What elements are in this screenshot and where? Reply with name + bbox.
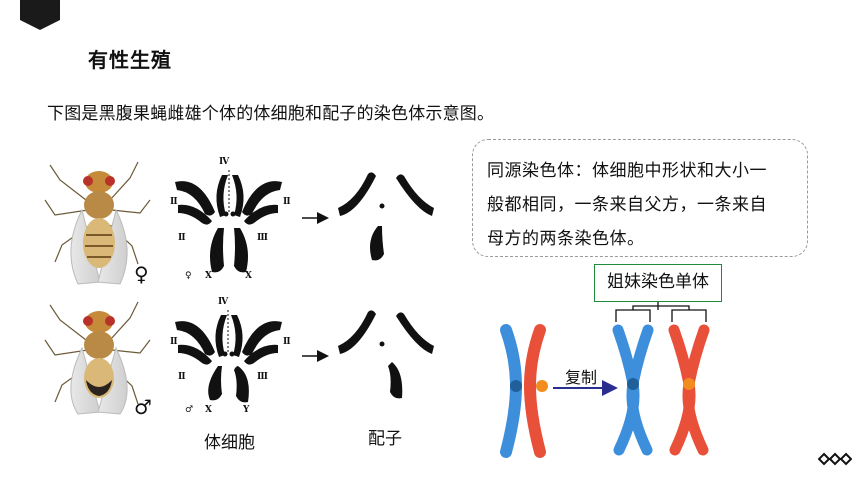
gamete-caption: 配子 bbox=[368, 429, 402, 449]
female-symbol: ♀ bbox=[134, 262, 149, 286]
replicate-label: 复制 bbox=[565, 368, 598, 387]
page-title: 有性生殖 bbox=[88, 48, 172, 72]
label-iii-female: Ⅲ bbox=[257, 233, 268, 243]
male-x: X bbox=[205, 405, 212, 415]
replicated-red-chromosome bbox=[668, 324, 710, 456]
label-ii-female-lower: Ⅱ bbox=[178, 233, 186, 243]
female-karyotype-sex: ♀ bbox=[185, 271, 192, 281]
label-ii-male-left: Ⅱ bbox=[170, 337, 178, 347]
female-x1: X bbox=[205, 271, 212, 281]
male-y: Y bbox=[243, 405, 250, 415]
male-symbol: ♂ bbox=[134, 395, 152, 419]
replicated-blue-chromosome bbox=[612, 324, 654, 456]
definition-line-2: 般都相同，一条来自父方，一条来自 bbox=[487, 195, 767, 215]
sister-chromatid-brackets bbox=[615, 302, 707, 322]
label-iii-male: Ⅲ bbox=[257, 372, 268, 382]
label-ii-female-right: Ⅱ bbox=[283, 197, 291, 207]
corner-hexagon-decoration bbox=[20, 0, 60, 30]
female-gamete-chromosomes bbox=[338, 172, 434, 261]
label-iv-male: Ⅳ bbox=[218, 297, 229, 307]
label-ii-female-left: Ⅱ bbox=[170, 197, 178, 207]
male-gamete-chromosomes bbox=[338, 310, 434, 399]
homologous-definition-box: 同源染色体：体细胞中形状和大小一 般都相同，一条来自父方，一条来自 母方的两条染… bbox=[472, 139, 808, 257]
definition-line-3: 母方的两条染色体。 bbox=[487, 229, 645, 249]
label-iv-female: Ⅳ bbox=[219, 157, 230, 167]
sister-chromatid-label: 姐妹染色单体 bbox=[594, 264, 722, 302]
female-somatic-karyotype bbox=[175, 170, 282, 273]
somatic-cell-caption: 体细胞 bbox=[204, 433, 255, 453]
intro-text: 下图是黑腹果蝇雌雄个体的体细胞和配子的染色体示意图。 bbox=[47, 104, 495, 124]
definition-line-1: 同源染色体：体细胞中形状和大小一 bbox=[487, 161, 767, 181]
male-somatic-karyotype bbox=[175, 310, 282, 403]
diamond-nav-icon bbox=[818, 452, 852, 466]
male-fruit-fly-image bbox=[44, 301, 151, 415]
male-karyotype-sex: ♂ bbox=[185, 405, 194, 415]
female-x2: X bbox=[245, 271, 252, 281]
label-ii-male-right: Ⅱ bbox=[283, 337, 291, 347]
female-fruit-fly-image bbox=[44, 161, 151, 285]
label-ii-male-lower: Ⅱ bbox=[178, 372, 186, 382]
unreplicated-homologous-pair bbox=[500, 324, 548, 458]
